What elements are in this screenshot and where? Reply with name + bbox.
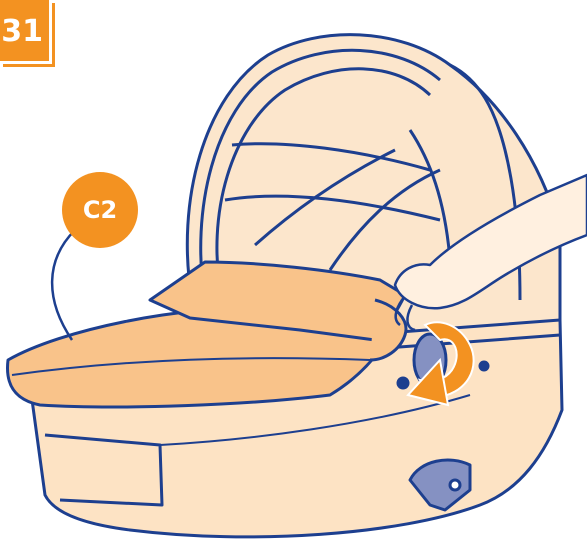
part-callout-badge: C2 — [62, 172, 138, 248]
callout-leader-line — [52, 230, 75, 340]
step-number-badge: 31 — [0, 0, 52, 64]
part-callout-label: C2 — [83, 196, 117, 224]
step-number: 31 — [1, 14, 43, 49]
